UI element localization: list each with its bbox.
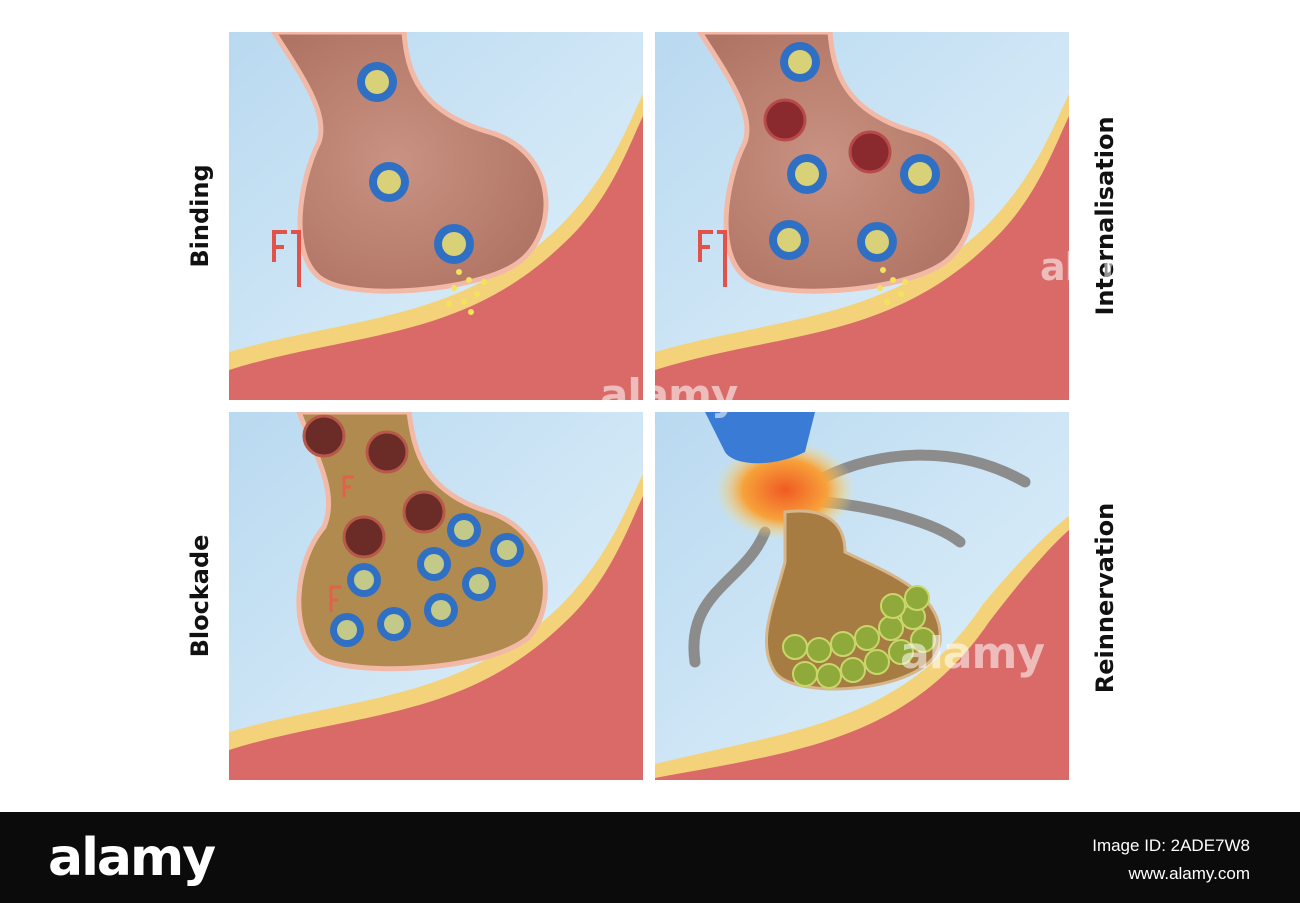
internalisation-panel xyxy=(655,32,1069,400)
blockade-panel xyxy=(229,412,643,780)
acetylcholine-release xyxy=(446,269,487,315)
label-blockade: Blockade xyxy=(186,534,214,658)
blockade-illustration xyxy=(229,412,643,780)
site-url: www.alamy.com xyxy=(1128,864,1250,883)
brand-logo: alamy xyxy=(48,828,216,888)
postsynaptic-membrane xyxy=(655,94,1069,370)
postsynaptic-membrane xyxy=(229,94,643,370)
muscle-fiber xyxy=(229,102,643,400)
label-reinnervation: Reinnervation xyxy=(1091,502,1119,694)
label-internalisation: Internalisation xyxy=(1091,116,1119,316)
postsynaptic-membrane xyxy=(229,474,643,750)
binding-illustration xyxy=(229,32,643,400)
binding-panel xyxy=(229,32,643,400)
muscle-fiber xyxy=(655,102,1069,400)
toxin-vesicle xyxy=(302,414,446,559)
nerve-terminal xyxy=(697,32,975,294)
toxin-molecule xyxy=(329,475,354,612)
nerve-terminal xyxy=(271,32,549,294)
postsynaptic-membrane xyxy=(655,516,1069,778)
footer-bar: alamy Image ID: 2ADE7W8 www.alamy.com xyxy=(0,812,1300,903)
reinnervation-panel xyxy=(655,412,1069,780)
toxin-vesicle xyxy=(763,98,892,174)
image-id: Image ID: 2ADE7W8 xyxy=(1092,836,1250,855)
reinnervation-illustration xyxy=(655,412,1069,780)
toxin-molecule xyxy=(272,230,301,287)
muscle-fiber xyxy=(229,482,643,780)
nerve-terminal xyxy=(296,412,548,672)
toxin-molecule xyxy=(698,230,727,287)
label-binding: Binding xyxy=(186,164,214,268)
synaptic-vesicle xyxy=(782,585,936,689)
acetylcholine-release xyxy=(877,267,908,305)
internalisation-illustration xyxy=(655,32,1069,400)
axon xyxy=(705,412,815,464)
muscle-fiber xyxy=(655,522,1069,780)
